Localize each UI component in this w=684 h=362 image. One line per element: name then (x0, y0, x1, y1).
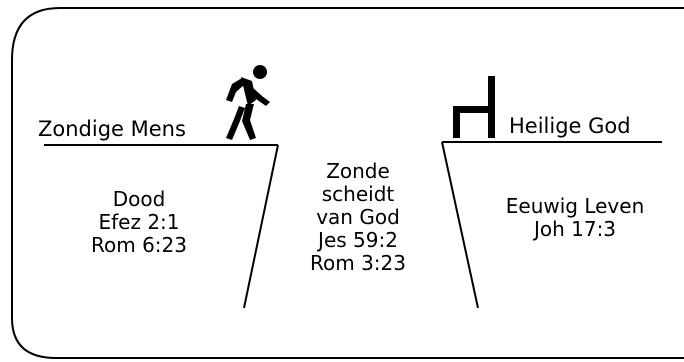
right-block-line: Joh 17:3 (532, 217, 616, 241)
middle-block: Zonde scheidt van God Jes 59:2 Rom 3:23 (310, 159, 406, 275)
left-block-line: Dood (113, 187, 166, 211)
middle-block-line: scheidt (322, 182, 395, 206)
left-block-line: Efez 2:1 (98, 210, 179, 234)
right-block-line: Eeuwig Leven (506, 194, 645, 218)
left-label: Zondige Mens (38, 117, 186, 141)
chair-icon (453, 76, 495, 138)
middle-block-line: van God (316, 205, 400, 229)
right-label: Heilige God (509, 114, 631, 138)
middle-block-line: Zonde (326, 159, 390, 183)
left-block-line: Rom 6:23 (91, 233, 187, 257)
right-block: Eeuwig Leven Joh 17:3 (506, 194, 645, 241)
left-block: Dood Efez 2:1 Rom 6:23 (91, 187, 187, 257)
walking-person-icon (226, 65, 270, 140)
middle-block-line: Rom 3:23 (310, 251, 406, 275)
right-cliff (441, 141, 662, 309)
diagram-frame (11, 7, 684, 359)
left-cliff (44, 144, 279, 309)
middle-block-line: Jes 59:2 (316, 228, 398, 252)
